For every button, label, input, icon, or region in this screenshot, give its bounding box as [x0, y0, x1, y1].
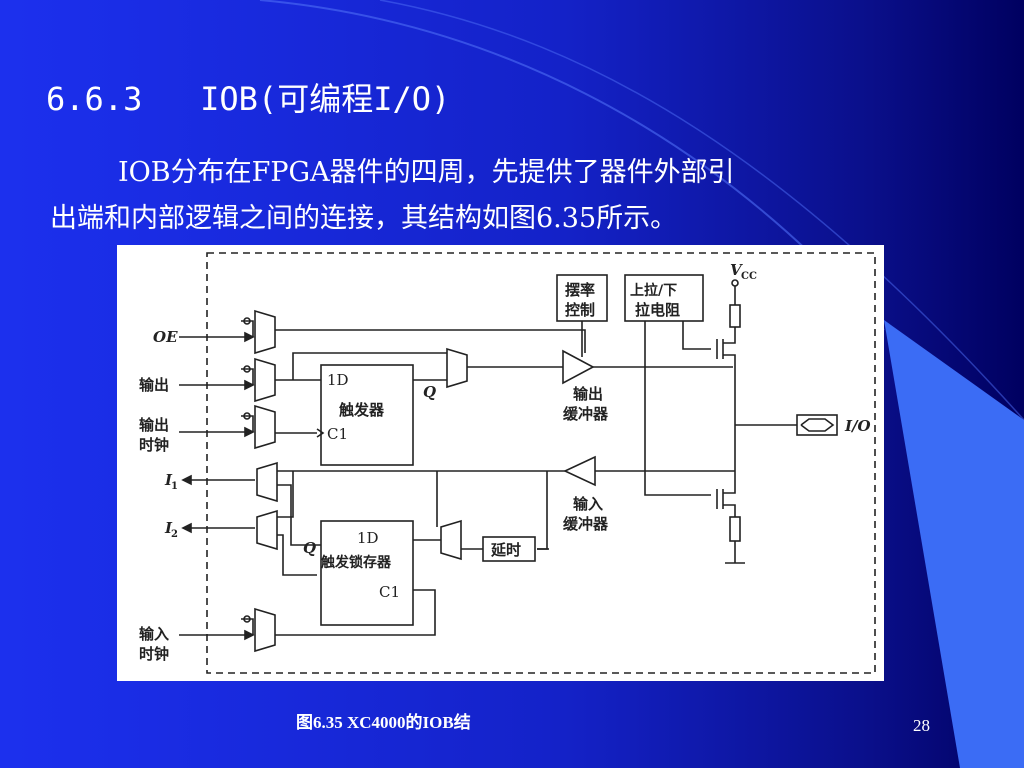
output-select-mux — [446, 347, 468, 389]
out-mux — [241, 357, 276, 403]
label-in-clock-2: 时钟 — [139, 645, 169, 663]
outclk-mux — [241, 404, 276, 450]
vcc-sub-label: CC — [741, 271, 757, 282]
label-i1: I — [164, 471, 173, 489]
i2-mux — [256, 509, 278, 551]
chip-boundary — [206, 252, 876, 674]
ff-q-label: Q — [423, 383, 436, 401]
label-in-clock-1: 输入 — [139, 625, 169, 643]
in-buffer-label-1: 输入 — [573, 495, 603, 513]
slew-label-1: 摆率 — [565, 281, 595, 299]
label-i2-sub: 2 — [171, 529, 178, 540]
io-label: I/O — [844, 417, 871, 435]
latch-name-label: 触发锁存器 — [320, 554, 392, 571]
slide-title: 6.6.3 IOB(可编程I/O) — [46, 80, 451, 118]
ff-d-label: 1D — [327, 371, 349, 389]
pull-label-2: 拉电阻 — [635, 301, 680, 319]
out-buffer-label-2: 缓冲器 — [563, 405, 609, 423]
input-latch — [320, 520, 414, 626]
oe-mux — [241, 309, 276, 355]
delay-label: 延时 — [490, 541, 521, 559]
ff-name-label: 触发器 — [339, 401, 385, 419]
label-i2: I — [164, 519, 173, 537]
pull-resistor-box — [624, 274, 704, 322]
io-pad — [796, 414, 838, 436]
label-out-clock-1: 输出 — [139, 416, 169, 434]
delay-mux — [440, 519, 462, 561]
latch-clk-label: C1 — [379, 583, 400, 601]
label-out: 输出 — [139, 376, 169, 394]
figure-caption: 图6.35 XC4000的IOB结 — [296, 713, 471, 732]
i1-mux — [256, 461, 278, 503]
label-oe: OE — [153, 328, 178, 346]
slew-label-2: 控制 — [565, 301, 595, 319]
inclk-mux — [241, 607, 276, 653]
body-line-2: 出端和内部逻辑之间的连接，其结构如图6.35所示。 — [50, 203, 678, 234]
output-buffer — [562, 349, 595, 385]
input-buffer — [563, 455, 596, 487]
iob-diagram: OE 输出 输出 时钟 I 1 I 2 输入 时钟 1D 触发器 C1 Q 1D… — [117, 245, 884, 681]
in-buffer-label-2: 缓冲器 — [563, 515, 609, 533]
iob-schematic: OE 输出 输出 时钟 I 1 I 2 输入 时钟 1D 触发器 C1 Q 1D… — [139, 252, 876, 674]
label-i1-sub: 1 — [171, 481, 178, 492]
latch-q-label: Q — [303, 539, 316, 557]
vcc-label: V — [730, 261, 743, 279]
label-out-clock-2: 时钟 — [139, 436, 169, 454]
out-buffer-label-1: 输出 — [573, 385, 603, 403]
body-paragraph: IOB分布在FPGA器件的四周，先提供了器件外部引 出端和内部逻辑之间的连接，其… — [50, 150, 870, 242]
latch-d-label: 1D — [357, 529, 379, 547]
output-flip-flop — [320, 364, 414, 466]
pull-label-1: 上拉/下 — [630, 282, 677, 299]
body-line-1: IOB分布在FPGA器件的四周，先提供了器件外部引 — [118, 157, 735, 188]
page-number: 28 — [913, 716, 930, 735]
ff-clk-label: C1 — [327, 425, 348, 443]
accent-wedge — [884, 320, 1024, 768]
